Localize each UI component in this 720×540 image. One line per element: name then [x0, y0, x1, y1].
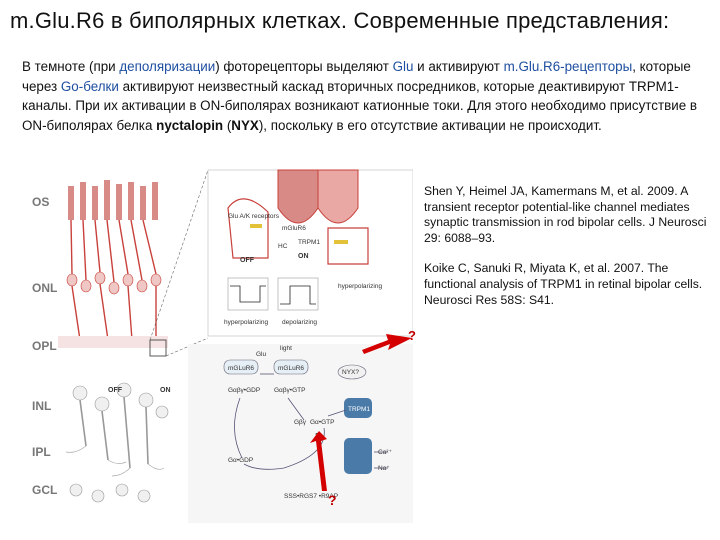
- reference-2: Koike C, Sanuki R, Miyata K, et al. 2007…: [424, 261, 703, 307]
- label-rgs-complex: SSS•RGS7 •R9AP: [284, 493, 338, 500]
- slide-title: m.Glu.R6 в биполярных клетках. Современн…: [10, 8, 670, 33]
- synapse-panel: Glu A/K receptors mGluR6 HC TRPM1 OFF ON…: [207, 169, 414, 337]
- label-synapse-on: ON: [298, 253, 309, 260]
- intro-text-1: В темноте (при: [22, 59, 120, 74]
- label-synapse-off: OFF: [240, 257, 255, 264]
- label-synapse-mglur6: mGluR6: [282, 225, 306, 232]
- retina-label-off: OFF: [108, 387, 123, 394]
- term-glu: Glu: [392, 59, 414, 74]
- term-nyx: NYX: [231, 117, 259, 133]
- label-hyperpolarizing-top: hyperpolarizing: [338, 283, 382, 290]
- photoreceptor-axons: [70, 219, 157, 341]
- label-nyx: NYX?: [342, 369, 359, 376]
- label-gbg: Gβγ: [294, 419, 307, 426]
- term-mglur6: m.Glu.R6-рецепторы: [503, 59, 633, 74]
- label-light: light: [280, 345, 292, 352]
- label-calcium: Ca²⁺: [378, 449, 392, 456]
- intro-paragraph: В темноте (при деполяризации) фоторецепт…: [22, 57, 702, 135]
- retina-figure: OFF ON OS ONL OPL INL IPL GCL Glu A/K re…: [28, 168, 414, 523]
- intro-text-6: (: [223, 117, 232, 133]
- layer-label-os: OS: [32, 195, 49, 209]
- label-gabg-gtp: Gαβγ•GTP: [274, 387, 305, 394]
- layer-label-ipl: IPL: [32, 445, 51, 459]
- label-synapse-trpm1: TRPM1: [298, 239, 320, 246]
- term-go-proteins: Go-белки: [60, 78, 119, 94]
- intro-text-7: ), поскольку в его отсутствие активации …: [258, 117, 602, 133]
- references: Shen Y, Heimel JA, Kamermans M, et al. 2…: [424, 184, 716, 323]
- layer-label-gcl: GCL: [32, 483, 57, 497]
- label-gabg-gdp: Gαβγ•GDP: [228, 387, 260, 394]
- retina-diagram: OFF ON OS ONL OPL INL IPL GCL Glu A/K re…: [28, 168, 414, 523]
- photoreceptor-outer-segments: [68, 180, 158, 220]
- label-mglur6-active: mGLuR6: [278, 365, 304, 372]
- reference-1: Shen Y, Heimel JA, Kamermans M, et al. 2…: [424, 184, 707, 245]
- question-mark-cascade: ?: [328, 492, 337, 508]
- layer-label-onl: ONL: [32, 281, 57, 295]
- intro-text-4: , которые через: [22, 59, 691, 94]
- zoom-box: [149, 339, 167, 357]
- label-ga-gtp: Gα•GTP: [310, 419, 334, 426]
- red-arrow-cascade: [310, 431, 327, 491]
- retina-label-on: ON: [160, 387, 171, 394]
- label-ga-gdp: Gα•GDP: [228, 457, 253, 464]
- label-hyperpolarizing: hyperpolarizing: [224, 319, 268, 326]
- term-depolarization: деполяризации: [119, 59, 216, 74]
- label-depolarizing: depolarizing: [282, 319, 317, 326]
- label-cascade-trpm1: TRPM1: [348, 406, 370, 413]
- signaling-cascade-panel: Glu light mGLuR6 mGLuR6 NYX? Gαβγ•GDP Gα…: [188, 344, 413, 523]
- label-hc: HC: [278, 243, 288, 250]
- layer-label-opl: OPL: [32, 339, 57, 353]
- intro-text-2: ) фоторецепторы выделяют: [215, 59, 393, 74]
- label-cascade-glu: Glu: [256, 351, 267, 358]
- intro-text-3: и активируют: [413, 59, 504, 74]
- label-mglur6-inactive: mGLuR6: [228, 365, 254, 372]
- ganglion-cell-layer: [69, 483, 151, 503]
- label-sodium: Na⁺: [378, 465, 390, 472]
- term-nyctalopin: nyctalopin: [156, 117, 224, 133]
- layer-label-inl: INL: [32, 399, 51, 413]
- label-glu-ak-receptors: Glu A/K receptors: [228, 213, 280, 220]
- red-arrow-nyx: [362, 334, 412, 354]
- intro-text-5: активируют неизвестный каскад вторичных …: [22, 78, 697, 133]
- question-mark-nyx: ?: [408, 328, 416, 343]
